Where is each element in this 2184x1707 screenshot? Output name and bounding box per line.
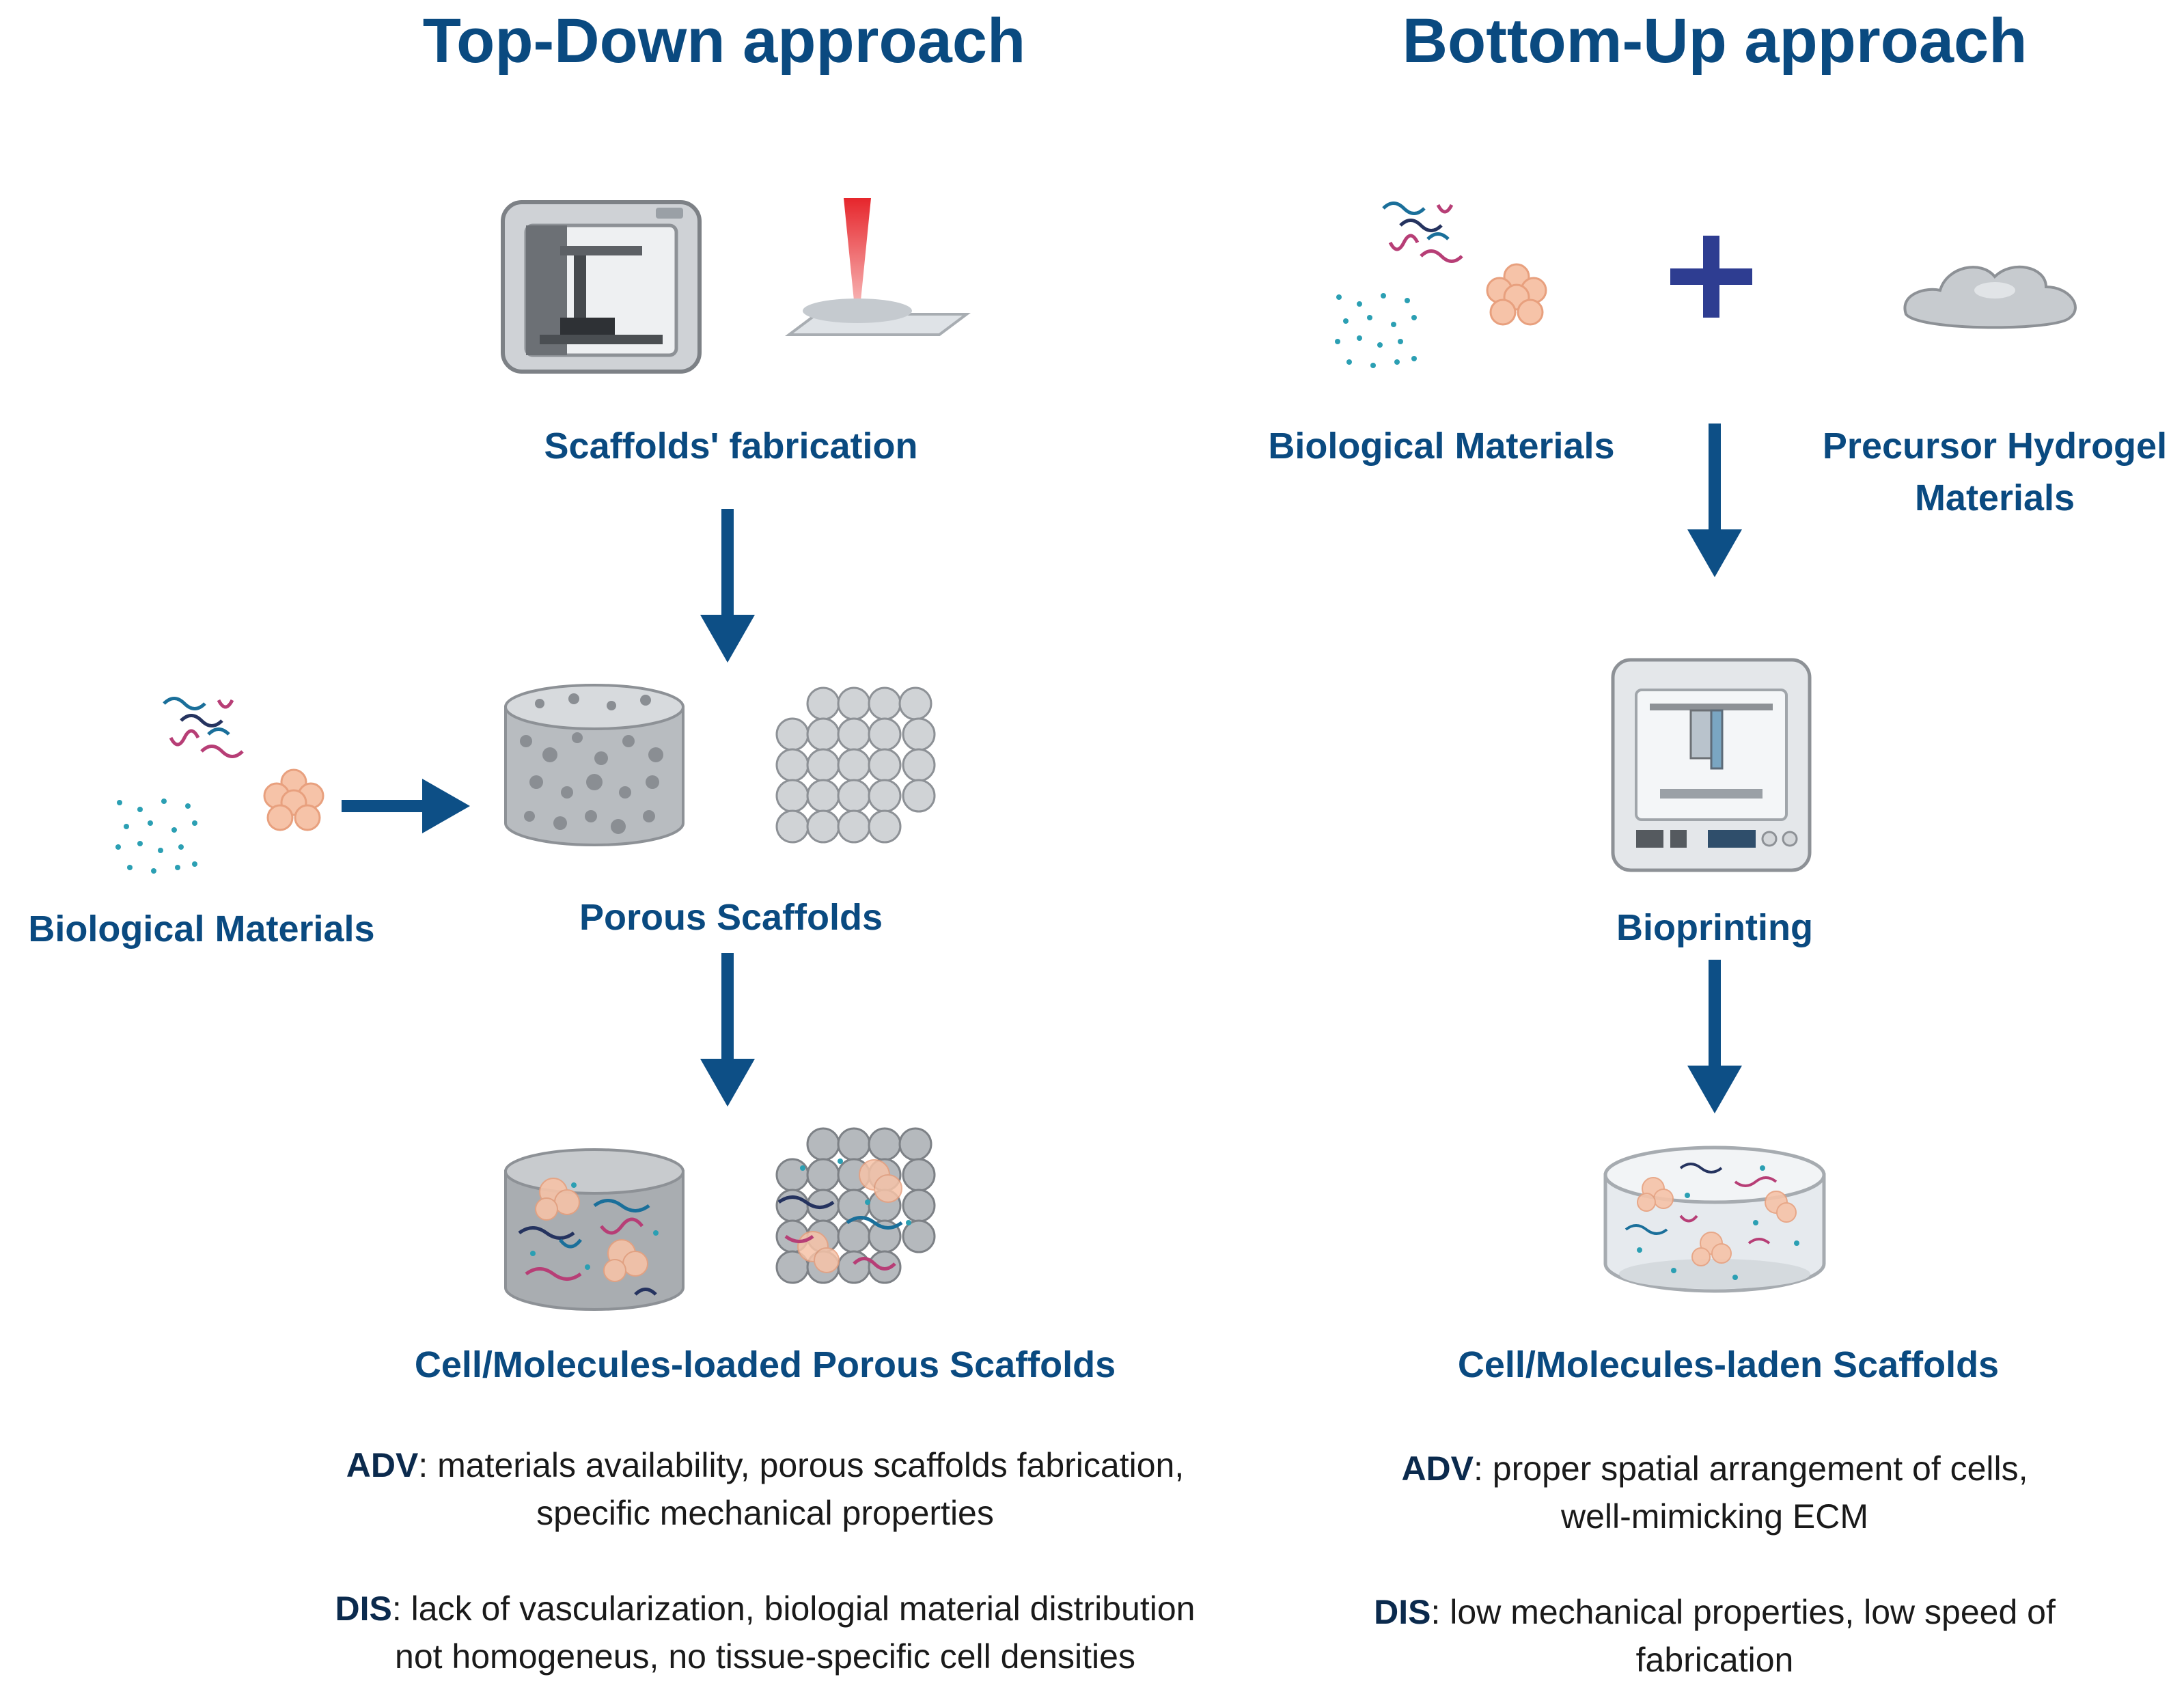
porous-cylinder-scaffold	[504, 684, 685, 846]
bu-adv-text: ADV: proper spatial arrangement of cells…	[1401, 1449, 2028, 1536]
porous-scaffolds-label: Porous Scaffolds	[579, 897, 883, 938]
3d-printer-icon	[501, 200, 702, 374]
sphere-lattice-scaffold	[775, 686, 936, 844]
adv-label: ADV	[1401, 1449, 1474, 1488]
bu-dis-text: DIS: low mechanical properties, low spee…	[1374, 1593, 2056, 1679]
top-down-title: Top-Down approach	[422, 6, 1026, 76]
laden-scaffolds-label: Cell/Molecules-laden Scaffolds	[1457, 1344, 2000, 1385]
biomolecules-icon	[1382, 202, 1463, 263]
loaded-scaffolds-label: Cell/Molecules-loaded Porous Scaffolds	[414, 1344, 1116, 1385]
dis-label: DIS	[335, 1590, 392, 1628]
bottom-up-title: Bottom-Up approach	[1402, 6, 2028, 76]
bu-biological-materials-label: Biological Materials	[1268, 426, 1615, 467]
dis-label: DIS	[1374, 1593, 1431, 1631]
loaded-sphere-lattice	[775, 1127, 936, 1284]
bioprinter-icon	[1611, 658, 1812, 872]
td-adv-text: ADV: materials availability, porous scaf…	[346, 1446, 1185, 1532]
adv-label: ADV	[346, 1446, 419, 1484]
laser-fabrication-icon	[785, 198, 971, 336]
precursor-hydrogel-label: Precursor Hydrogel Materials	[1822, 426, 2168, 518]
arrow-down-icon	[1687, 960, 1742, 1113]
cell-cluster-icon	[263, 768, 324, 831]
molecules-dots-icon	[115, 799, 197, 874]
scaffolds-fabrication-label: Scaffolds' fabrication	[544, 426, 918, 467]
td-dis-text: DIS: lack of vascularization, biologial …	[335, 1590, 1195, 1676]
arrow-down-icon	[700, 953, 755, 1107]
molecules-dots-icon	[1335, 293, 1417, 368]
loaded-porous-cylinder	[504, 1148, 685, 1311]
biomolecules-icon	[163, 697, 244, 758]
arrow-down-icon	[1687, 424, 1742, 577]
bioprinting-label: Bioprinting	[1616, 907, 1813, 948]
cell-cluster-icon	[1486, 263, 1547, 326]
arrow-right-icon	[342, 779, 470, 833]
td-biological-materials-label: Biological Materials	[28, 908, 375, 949]
plus-icon	[1670, 236, 1752, 318]
cell-laden-hydrogel-disc	[1603, 1146, 1826, 1293]
hydrogel-blob-icon	[1903, 265, 2077, 329]
arrow-down-icon	[700, 509, 755, 663]
